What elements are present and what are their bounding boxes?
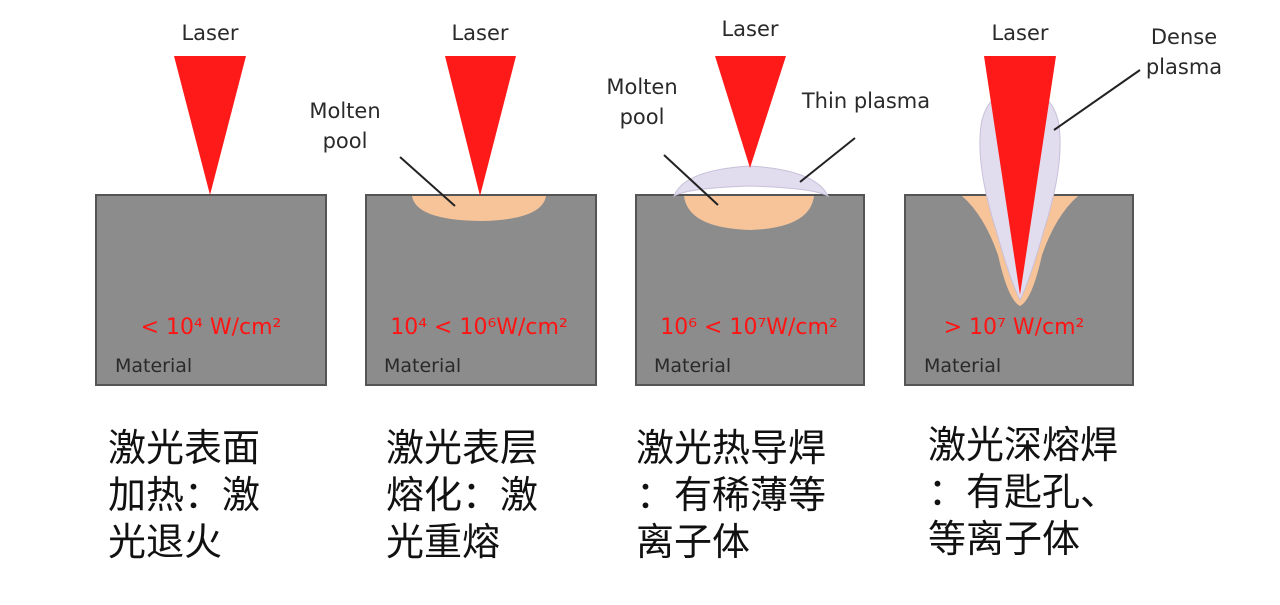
- panel-2: Laser Molten pool 10⁴ < 10⁶W/cm² Materia…: [309, 21, 597, 386]
- caption-line: ：有匙孔、: [928, 470, 1119, 514]
- laser-label: Laser: [721, 17, 778, 41]
- material-block: [95, 194, 327, 386]
- panel-1: Laser < 10⁴ W/cm² Material: [95, 21, 327, 386]
- caption-line: 离子体: [636, 520, 751, 564]
- caption-line: 光退火: [108, 520, 223, 564]
- caption-line: 激光深熔焊: [928, 423, 1119, 467]
- caption-line: 光重熔: [386, 520, 501, 564]
- caption-panel-1: 激光表面 加热：激 光退火: [108, 425, 260, 566]
- caption-line: 加热：激: [108, 473, 261, 517]
- material-label: Material: [924, 355, 1001, 377]
- molten-pool: [412, 196, 546, 221]
- laser-beam: [445, 56, 516, 196]
- dense-label-line2: plasma: [1146, 55, 1222, 79]
- panel-3: Laser Molten pool Thin plasma 10⁶ < 10⁷W…: [606, 17, 930, 386]
- power-density-label: > 10⁷ W/cm²: [944, 315, 1085, 340]
- dense-label-line1: Dense: [1151, 25, 1217, 49]
- power-density-label: < 10⁴ W/cm²: [141, 315, 282, 340]
- caption-panel-3: 激光热导焊 ：有稀薄等 离子体: [636, 425, 826, 566]
- material-label: Material: [384, 355, 461, 377]
- laser-label: Laser: [181, 21, 238, 45]
- plasma-leader-line: [799, 137, 856, 183]
- caption-line: 激光表层: [386, 426, 539, 470]
- material-label: Material: [115, 355, 192, 377]
- plasma-leader-line: [1053, 69, 1141, 131]
- laser-label: Laser: [991, 21, 1048, 45]
- molten-label-line2: pool: [620, 105, 665, 129]
- molten-label-line2: pool: [323, 129, 368, 153]
- caption-line: ：有稀薄等: [636, 473, 827, 517]
- caption-line: 激光表面: [108, 426, 261, 470]
- caption-line: 激光热导焊: [636, 426, 827, 470]
- laser-beam: [984, 56, 1056, 295]
- molten-pool-leader-line: [663, 154, 719, 206]
- caption-panel-4: 激光深熔焊 ：有匙孔、 等离子体: [928, 422, 1118, 563]
- plasma-label: Thin plasma: [801, 89, 930, 113]
- power-density-label: 10⁴ < 10⁶W/cm²: [390, 315, 568, 340]
- laser-beam: [715, 56, 786, 168]
- molten-label-line1: Molten: [606, 75, 677, 99]
- caption-panel-2: 激光表层 熔化：激 光重熔: [386, 425, 538, 566]
- molten-label-line1: Molten: [309, 99, 380, 123]
- power-density-label: 10⁶ < 10⁷W/cm²: [660, 315, 838, 340]
- laser-label: Laser: [451, 21, 508, 45]
- panel-4: Laser Dense plasma > 10⁷ W/cm² Material: [904, 21, 1222, 386]
- molten-pool-leader-line: [399, 156, 456, 207]
- caption-line: 熔化：激: [386, 473, 539, 517]
- thin-plasma: [673, 165, 830, 198]
- material-label: Material: [654, 355, 731, 377]
- material-block: [365, 194, 597, 386]
- caption-line: 等离子体: [928, 517, 1081, 561]
- laser-beam: [174, 56, 246, 195]
